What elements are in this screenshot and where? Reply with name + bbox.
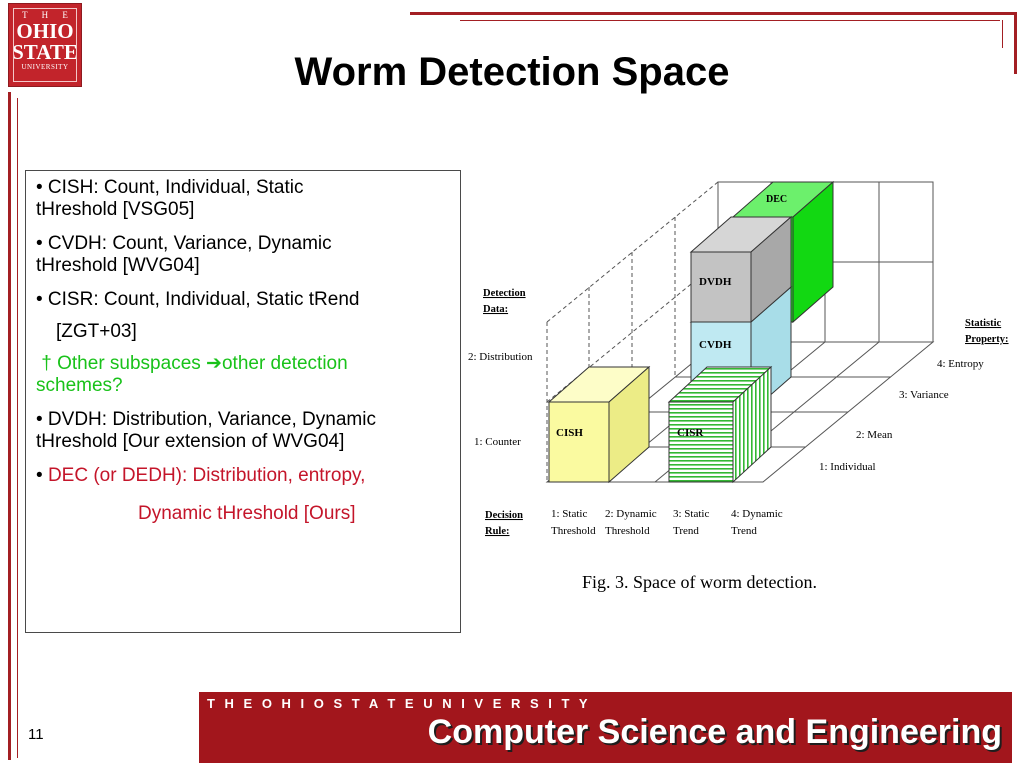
bullet-cisr-line1: • CISR: Count, Individual, Static tRend	[36, 289, 360, 310]
bullet-dec-ref: Dynamic tHreshold [Ours]	[36, 503, 452, 525]
frame-line-top-1	[410, 12, 1015, 15]
other-detection-text: other detection	[221, 353, 348, 374]
bullet-cisr-ref: [ZGT+03]	[36, 321, 452, 343]
frame-line-top-2	[460, 20, 1000, 21]
bullet-cvdh: • CVDH: Count, Variance, Dynamic tHresho…	[36, 233, 452, 277]
z-label-mean: 2: Mean	[856, 429, 893, 441]
figure-caption: Fig. 3. Space of worm detection.	[582, 572, 817, 592]
x-label-4a: 4: Dynamic	[731, 508, 783, 520]
page-number: 11	[28, 726, 44, 743]
bullet-dvdh-line2: tHreshold [Our extension of WVG04]	[36, 431, 345, 452]
footer-university: T H E O H I O S T A T E U N I V E R S I …	[207, 696, 591, 711]
bullet-dvdh-line1: • DVDH: Distribution, Variance, Dynamic	[36, 409, 376, 430]
frame-line-right-1	[1002, 20, 1003, 48]
z-label-entropy: 4: Entropy	[937, 358, 984, 370]
statistic-property-title-2: Property:	[965, 334, 1009, 345]
cish-box	[547, 365, 651, 484]
logo-university: UNIVERSITY	[21, 63, 69, 71]
ohio-state-logo: T H E OHIO STATE UNIVERSITY	[8, 3, 82, 87]
y-label-distribution: 2: Distribution	[468, 351, 533, 363]
other-detection-text-2: schemes?	[36, 375, 123, 396]
dvdh-box-label: DVDH	[699, 276, 732, 288]
cish-box-label: CISH	[556, 427, 583, 439]
x-label-3b: Trend	[673, 525, 699, 537]
bullet-cish: • CISH: Count, Individual, Static tHresh…	[36, 177, 452, 221]
bullet-text-box: • CISH: Count, Individual, Static tHresh…	[25, 170, 461, 633]
bullet-cisr-line2: [ZGT+03]	[56, 321, 137, 342]
bullet-cisr: • CISR: Count, Individual, Static tRend	[36, 289, 452, 311]
frame-line-right-2	[1014, 12, 1017, 74]
cisr-box-label: CISR	[677, 427, 704, 439]
cvdh-box-label: CVDH	[699, 339, 732, 351]
x-label-2b: Threshold	[605, 525, 650, 537]
bullet-cvdh-line1: • CVDH: Count, Variance, Dynamic	[36, 233, 332, 254]
cisr-box	[667, 365, 773, 484]
bullet-dvdh: • DVDH: Distribution, Variance, Dynamic …	[36, 409, 452, 453]
bullet-cish-line2: tHreshold [VSG05]	[36, 199, 195, 220]
y-label-counter: 1: Counter	[474, 436, 521, 448]
x-label-3a: 3: Static	[673, 508, 709, 520]
dvdh-box	[689, 215, 793, 324]
logo-the: T H E	[22, 10, 74, 20]
slide-title: Worm Detection Space	[294, 50, 730, 94]
bullet-cish-line1: • CISH: Count, Individual, Static	[36, 177, 304, 198]
bullet-cvdh-line2: tHreshold [WVG04]	[36, 255, 200, 276]
logo-ohio: OHIO	[16, 19, 74, 43]
dec-box-label: DEC	[766, 194, 787, 205]
logo-border	[13, 8, 77, 82]
bullet-dec-line1: DEC (or DEDH): Distribution, entropy,	[47, 465, 366, 486]
frame-line-left-1	[8, 92, 11, 760]
decision-rule-title-2: Rule:	[485, 526, 510, 537]
decision-rule-title-1: Decision	[485, 510, 523, 521]
statistic-property-title-1: Statistic	[965, 318, 1002, 329]
bullet-dec: • DEC (or DEDH): Distribution, entropy,	[36, 465, 452, 487]
footer-banner: T H E O H I O S T A T E U N I V E R S I …	[199, 692, 1012, 763]
other-subspaces-text: † Other subspaces	[41, 353, 207, 374]
frame-line-left-2	[17, 98, 18, 758]
detection-space-diagram: DEC DVDH CVDH CISH CISR Detection Data: …	[468, 180, 1009, 537]
bullet-dec-marker: •	[36, 465, 48, 486]
x-label-1b: Threshold	[551, 525, 596, 537]
z-label-individual: 1: Individual	[819, 461, 876, 473]
bullet-other-subspaces: † Other subspaces ➔other detection schem…	[36, 353, 452, 397]
detection-data-title-1: Detection	[483, 288, 526, 299]
x-label-4b: Trend	[731, 525, 757, 537]
x-label-2a: 2: Dynamic	[605, 508, 657, 520]
logo-state: STATE	[12, 40, 78, 64]
bullet-dec-line2: Dynamic tHreshold [Ours]	[138, 503, 356, 524]
footer-department: Computer Science and Engineering	[427, 713, 1002, 751]
detection-data-title-2: Data:	[483, 304, 508, 315]
arrow-right-icon: ➔	[206, 353, 222, 374]
x-label-1a: 1: Static	[551, 508, 587, 520]
worm-detection-space-figure: DEC DVDH CVDH CISH CISR Detection Data: …	[463, 172, 1023, 552]
z-label-variance: 3: Variance	[899, 389, 949, 401]
